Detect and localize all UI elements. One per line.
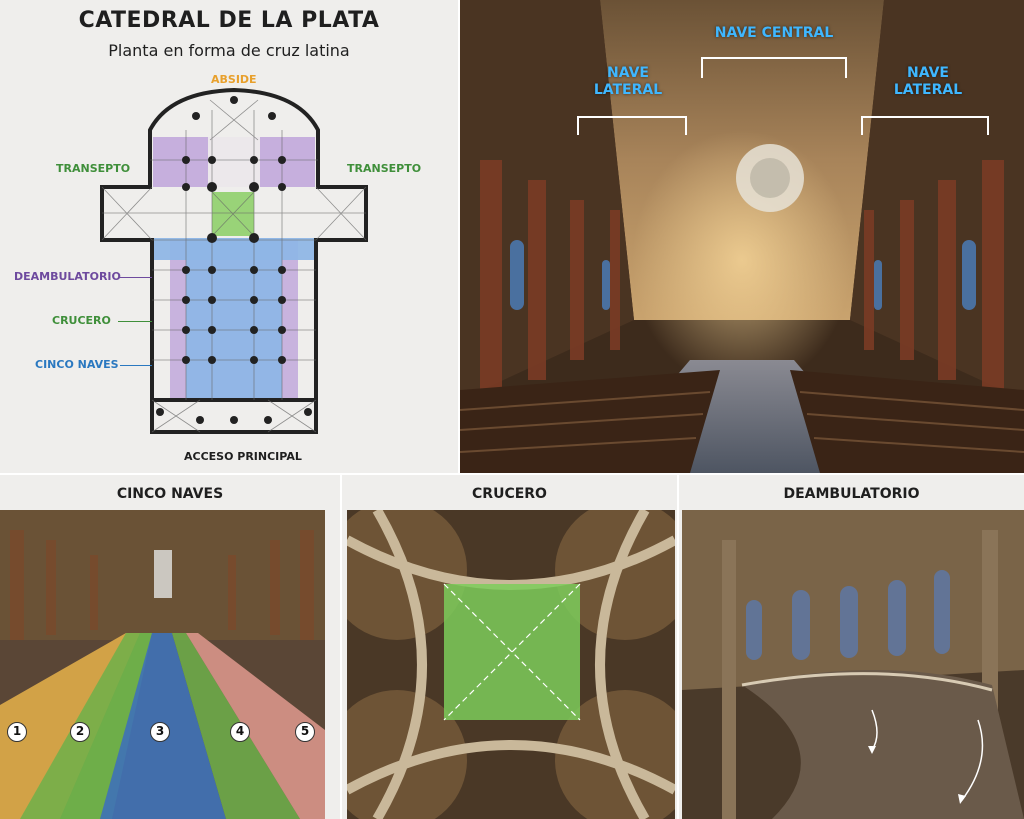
deambulatorio-illustration — [682, 510, 1024, 819]
floor-plan-panel: CATEDRAL DE LA PLATA Planta en forma de … — [0, 0, 458, 473]
crucero-title: CRUCERO — [472, 486, 547, 502]
crucero-panel: CRUCERO — [342, 475, 677, 819]
plan-walls — [100, 87, 368, 434]
lateral-nave-right-line1: NAVE — [907, 65, 949, 81]
main-access-label: ACCESO PRINCIPAL — [184, 450, 302, 463]
lateral-nave-right-label: NAVE LATERAL — [880, 65, 976, 99]
cathedral-floor-plan — [100, 87, 368, 434]
lane-badge-5: 5 — [295, 722, 315, 742]
cinco-naves-title: CINCO NAVES — [116, 486, 224, 502]
apse-label: ABSIDE — [211, 73, 257, 86]
lane-badge-4: 4 — [230, 722, 250, 742]
deambulatorio-photo — [682, 510, 1024, 819]
plan-zones — [152, 137, 316, 400]
page-title: CATEDRAL DE LA PLATA — [78, 8, 380, 33]
ambulatory-leader-line — [118, 277, 152, 278]
crossing-label: CRUCERO — [52, 314, 111, 327]
page-subtitle: Planta en forma de cruz latina — [108, 41, 350, 60]
crucero-photo — [347, 510, 675, 819]
lane-badge-3: 3 — [150, 722, 170, 742]
label-brackets — [577, 57, 989, 135]
lane-badge-1: 1 — [7, 722, 27, 742]
lateral-nave-left-line2: LATERAL — [593, 82, 663, 98]
five-naves-label: CINCO NAVES — [35, 358, 119, 371]
deambulatorio-title: DEAMBULATORIO — [783, 486, 920, 502]
central-nave-label: NAVE CENTRAL — [714, 25, 834, 41]
transept-right-label: TRANSEPTO — [347, 162, 422, 175]
ambulatory-label: DEAMBULATORIO — [14, 270, 121, 283]
path-arrow-2 — [961, 719, 984, 801]
crossing-leader-line — [118, 321, 152, 322]
nave-interior-photo: NAVE CENTRAL NAVE LATERAL NAVE LATERAL — [460, 0, 1024, 473]
lateral-nave-left-label: NAVE LATERAL — [580, 65, 676, 99]
transept-left-label: TRANSEPTO — [56, 162, 131, 175]
lateral-nave-right-line2: LATERAL — [893, 82, 963, 98]
cinco-naves-illustration — [0, 510, 325, 819]
nave-illustration — [460, 0, 1024, 473]
five-naves-leader-line — [120, 365, 152, 366]
cinco-naves-panel: CINCO NAVES 1 2 3 4 5 — [0, 475, 340, 819]
five-naves-zone — [186, 238, 282, 400]
crucero-illustration — [347, 510, 675, 819]
lane-badge-2: 2 — [70, 722, 90, 742]
deambulatorio-panel: DEAMBULATORIO — [679, 475, 1024, 819]
lane-5-overlay — [186, 633, 325, 819]
plan-piers — [156, 96, 312, 424]
lateral-nave-left-line1: NAVE — [607, 65, 649, 81]
cinco-naves-photo: 1 2 3 4 5 — [0, 510, 325, 819]
